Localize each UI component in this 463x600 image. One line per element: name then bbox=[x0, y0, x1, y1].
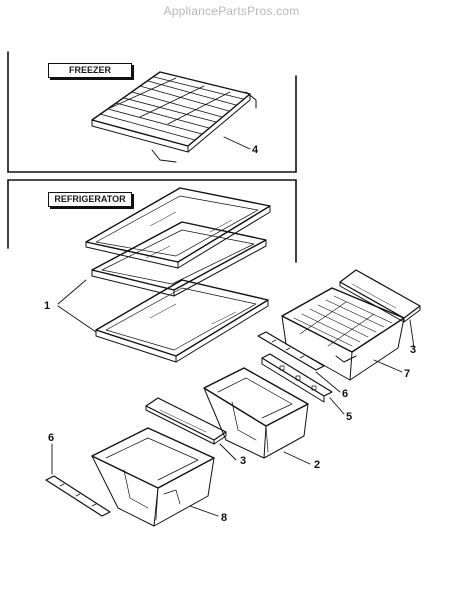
crisper-drawer-left bbox=[91, 427, 215, 527]
drawer-slide-left bbox=[45, 475, 111, 517]
refrigerator-section-label: REFRIGERATOR bbox=[48, 192, 132, 207]
drawer-rail-right bbox=[261, 353, 333, 403]
drawer-slide-right bbox=[257, 331, 325, 371]
callout-deli-drawer: 7 bbox=[404, 368, 411, 380]
watermark: AppliancePartsPros.com bbox=[163, 4, 300, 18]
glass-shelf-bottom bbox=[95, 279, 269, 363]
leader-lines bbox=[51, 136, 415, 517]
deli-drawer bbox=[281, 287, 405, 381]
crisper-drawer-center bbox=[203, 367, 309, 459]
callout-crisper-cover-right: 3 bbox=[410, 344, 417, 356]
callout-crisper-drawer-left: 8 bbox=[221, 512, 228, 524]
callout-drawer-slide-left: 6 bbox=[48, 432, 55, 444]
callout-wire-shelf: 4 bbox=[252, 144, 259, 156]
glass-shelf-top bbox=[85, 187, 271, 269]
callout-crisper-cover-center: 3 bbox=[240, 455, 247, 467]
glass-shelf-middle bbox=[91, 221, 267, 297]
section-frame-refrigerator bbox=[7, 179, 297, 263]
callout-drawer-slide-right: 6 bbox=[342, 388, 349, 400]
freezer-section-label: FREEZER bbox=[48, 63, 132, 78]
callout-glass-shelves: 1 bbox=[44, 300, 51, 312]
freezer-wire-shelf bbox=[91, 71, 257, 163]
callout-crisper-drawer-center: 2 bbox=[314, 459, 321, 471]
crisper-cover-center bbox=[145, 397, 227, 445]
section-frame-freezer bbox=[7, 51, 297, 173]
callout-drawer-rail-right: 5 bbox=[346, 411, 353, 423]
